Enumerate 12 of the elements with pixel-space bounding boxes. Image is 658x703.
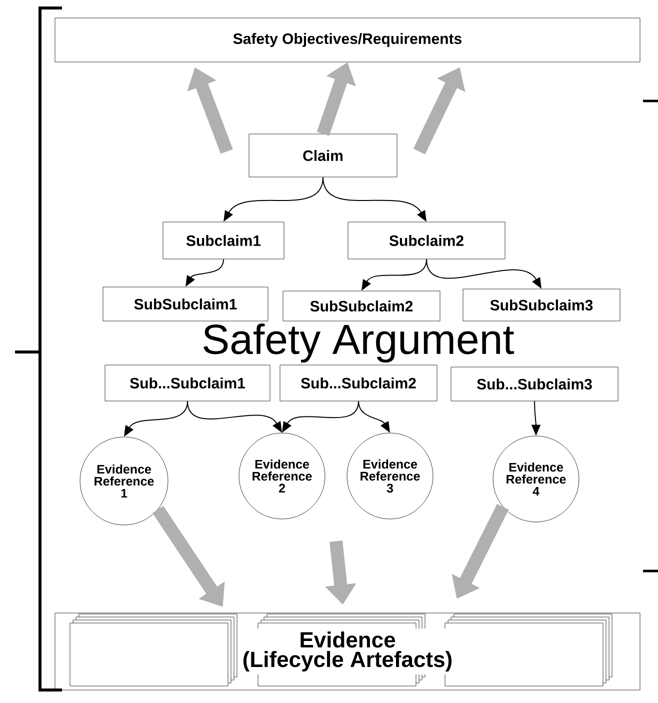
evidence-box: Evidence (Lifecycle Artefacts): [54, 612, 640, 690]
claim-box: SubSubclaim2: [282, 290, 440, 322]
claim-box: Safety Objectives/Requirements: [54, 18, 640, 62]
claim-box: Sub...Subclaim2: [280, 364, 438, 402]
claim-box: Subclaim1: [162, 222, 284, 260]
claim-box: Claim: [248, 134, 398, 178]
claim-box: Sub...Subclaim3: [450, 366, 618, 402]
claim-box: SubSubclaim3: [462, 288, 620, 322]
section-label: Safety Argument: [204, 323, 514, 363]
claim-box: SubSubclaim1: [102, 286, 268, 322]
claim-box: Sub...Subclaim1: [104, 364, 270, 402]
claim-box: Subclaim2: [348, 222, 506, 260]
